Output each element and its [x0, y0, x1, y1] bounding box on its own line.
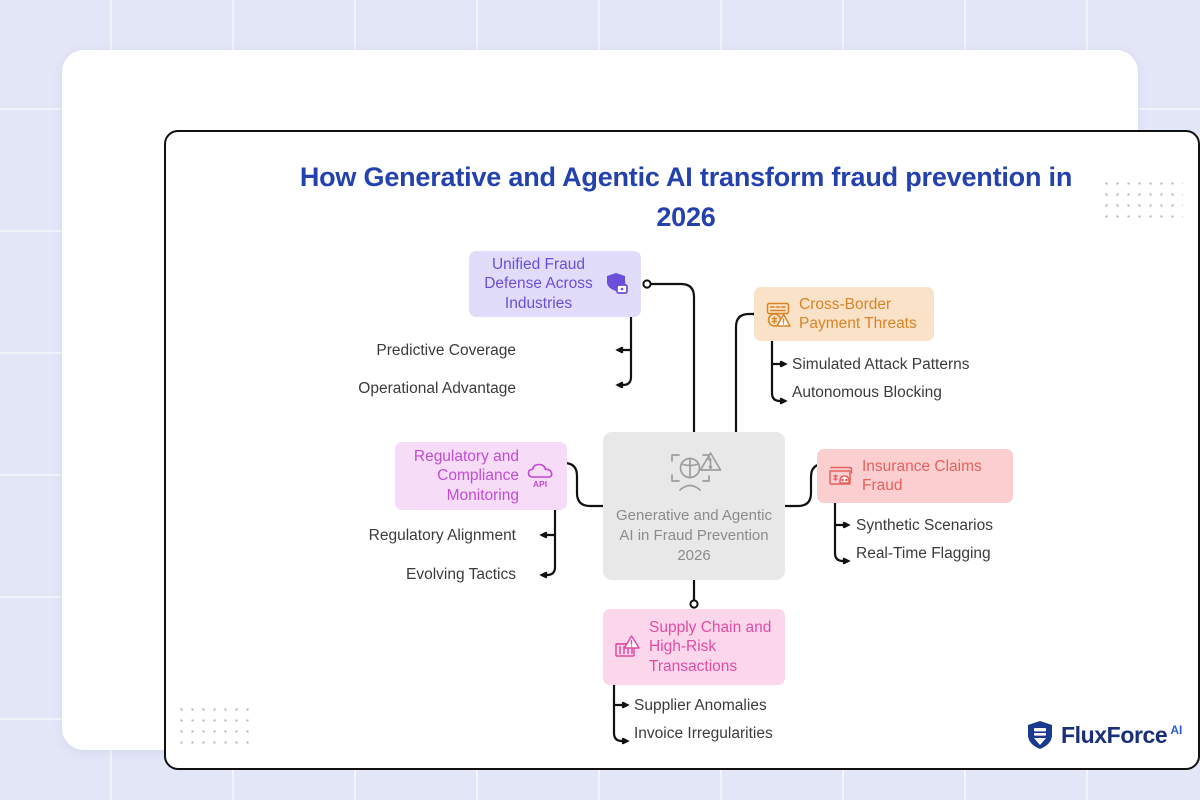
sub-item-autonomous-blocking[interactable]: Autonomous Blocking — [792, 384, 942, 401]
cloud-api-icon: API — [527, 463, 553, 489]
branch-node-insurance-claims-fraud[interactable]: Insurance Claims Fraud — [817, 449, 1013, 503]
sub-item-real-time-flagging[interactable]: Real-Time Flagging — [856, 545, 991, 562]
branch-node-unified-fraud-defense[interactable]: Unified Fraud Defense Across Industries — [469, 251, 641, 317]
shield-lock-icon — [607, 273, 628, 294]
money-skull-icon — [829, 466, 853, 485]
page-title: How Generative and Agentic AI transform … — [299, 162, 1073, 232]
svg-text:API: API — [533, 479, 547, 489]
connector-regulatory-subs — [540, 508, 557, 577]
branch-node-cross-border-payment-threats[interactable]: Cross-Border Payment Threats — [754, 287, 934, 341]
container-warning-icon — [615, 635, 640, 657]
sub-item-supplier-anomalies[interactable]: Supplier Anomalies — [634, 697, 767, 714]
payment-alert-icon — [766, 302, 791, 327]
central-node-label: Generative and Agentic AI in Fraud Preve… — [616, 506, 772, 564]
branch-label-cross-border-payment-threats: Cross-Border Payment Threats — [799, 295, 917, 333]
sub-item-operational-advantage[interactable]: Operational Advantage — [358, 380, 516, 397]
sub-item-simulated-attack-patterns[interactable]: Simulated Attack Patterns — [792, 356, 970, 373]
sub-item-evolving-tactics[interactable]: Evolving Tactics — [406, 566, 516, 583]
logo-superscript: AI — [1170, 723, 1183, 737]
branch-label-regulatory-compliance-monitoring: Regulatory and Compliance Monitoring — [413, 447, 519, 504]
connector-crossborder-subs — [770, 339, 787, 403]
connector-center-unified — [649, 282, 696, 434]
sub-item-regulatory-alignment[interactable]: Regulatory Alignment — [368, 527, 516, 544]
branch-node-supply-chain-high-risk-transactions[interactable]: Supply Chain and High-Risk Transactions — [603, 609, 785, 685]
diagram-panel: How Generative and Agentic AI transform … — [164, 130, 1200, 770]
logo-name: FluxForce — [1061, 721, 1168, 748]
branch-label-insurance-claims-fraud: Insurance Claims Fraud — [862, 457, 982, 495]
sub-item-invoice-irregularities[interactable]: Invoice Irregularities — [634, 725, 773, 742]
dot-pattern-bottom-left — [176, 704, 252, 750]
branch-label-unified-fraud-defense: Unified Fraud Defense Across Industries — [484, 255, 593, 312]
brand-logo: FluxForce AI — [1026, 720, 1182, 750]
sub-item-synthetic-scenarios[interactable]: Synthetic Scenarios — [856, 517, 993, 534]
connector-insurance-subs — [833, 501, 850, 563]
branch-node-regulatory-compliance-monitoring[interactable]: Regulatory and Compliance Monitoring API — [395, 442, 567, 510]
dot-pattern-top-right — [1101, 178, 1183, 226]
connector-unified-subs — [616, 315, 633, 387]
central-node[interactable]: Generative and Agentic AI in Fraud Preve… — [603, 432, 785, 580]
face-scan-warning-icon — [671, 451, 722, 491]
branch-label-supply-chain-high-risk-transactions: Supply Chain and High-Risk Transactions — [649, 618, 772, 675]
outer-card: How Generative and Agentic AI transform … — [62, 50, 1200, 770]
connector-supply-subs — [612, 683, 629, 743]
shield-logo-icon — [1028, 721, 1052, 749]
sub-item-predictive-coverage[interactable]: Predictive Coverage — [376, 342, 516, 359]
